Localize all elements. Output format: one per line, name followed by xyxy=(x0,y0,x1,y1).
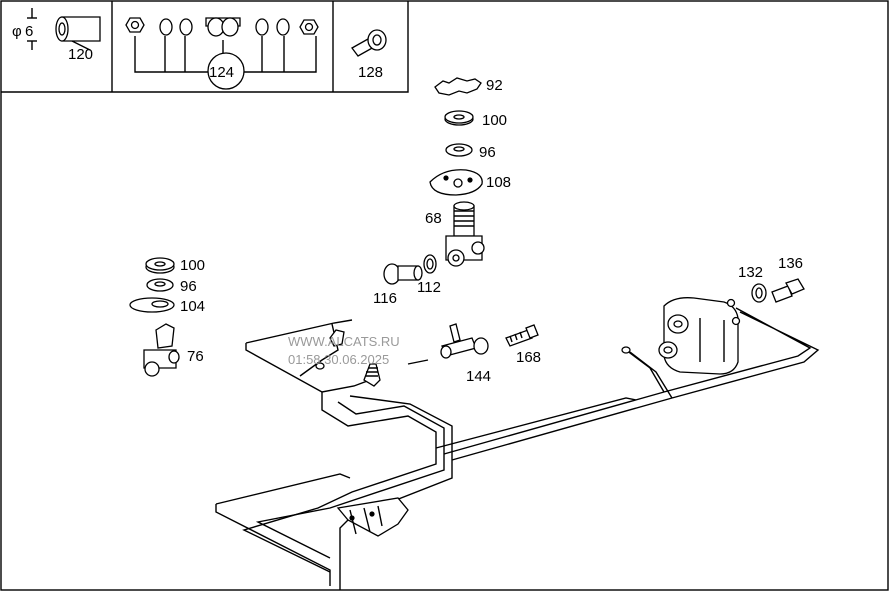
bolt-136-icon xyxy=(771,278,805,303)
part-label-108: 108 xyxy=(486,174,511,191)
flange-108-icon xyxy=(429,169,483,196)
watermark-line-2: 01:58 30.06.2025 xyxy=(288,352,389,367)
gasket-104-icon xyxy=(129,297,175,313)
part-label-96-left: 96 xyxy=(180,278,197,295)
washer-96-left-icon xyxy=(146,278,174,292)
cover-plate-92-icon xyxy=(434,77,482,96)
nut-100-left-icon xyxy=(145,257,175,274)
part-label-112: 112 xyxy=(417,279,441,296)
washer-112-icon xyxy=(423,254,437,274)
part-label-96-top: 96 xyxy=(479,144,496,161)
diameter-value: 6 xyxy=(25,23,33,40)
part-label-168: 168 xyxy=(516,349,541,366)
part-label-144: 144 xyxy=(466,368,491,385)
nut-100-top-icon xyxy=(444,110,474,126)
banjo-128-icon xyxy=(351,29,387,57)
part-label-124: 124 xyxy=(209,64,234,81)
part-label-136: 136 xyxy=(778,255,803,272)
part-label-76: 76 xyxy=(187,348,204,365)
tee-144-icon xyxy=(440,323,489,359)
part-label-100-left: 100 xyxy=(180,257,205,274)
washer-96-top-icon xyxy=(445,143,473,157)
part-label-132: 132 xyxy=(738,264,763,281)
pump-unit-icon xyxy=(658,297,741,375)
inset-dividers xyxy=(1,1,409,93)
diameter-symbol: φ xyxy=(12,23,22,40)
inset-panel: φ 6 120 124 128 xyxy=(1,1,409,93)
bolt-116-icon xyxy=(383,263,423,285)
part-label-128: 128 xyxy=(358,64,383,81)
pipe-fittings xyxy=(315,329,631,537)
part-label-116: 116 xyxy=(373,290,397,307)
part-label-100-top: 100 xyxy=(482,112,507,129)
valve-68-icon xyxy=(445,201,485,267)
tube-120-icon xyxy=(27,8,101,51)
brake-pipe-network xyxy=(215,307,820,590)
valve-76-icon xyxy=(143,323,180,377)
bolt-168-icon xyxy=(505,324,539,347)
part-label-68: 68 xyxy=(425,210,442,227)
fitting-kit-124-icon xyxy=(125,17,319,90)
part-label-92: 92 xyxy=(486,77,503,94)
washer-132-icon xyxy=(751,283,767,303)
watermark-line-1: WWW.ALCATS.RU xyxy=(288,334,400,349)
part-label-120: 120 xyxy=(68,46,93,63)
part-label-104: 104 xyxy=(180,298,205,315)
